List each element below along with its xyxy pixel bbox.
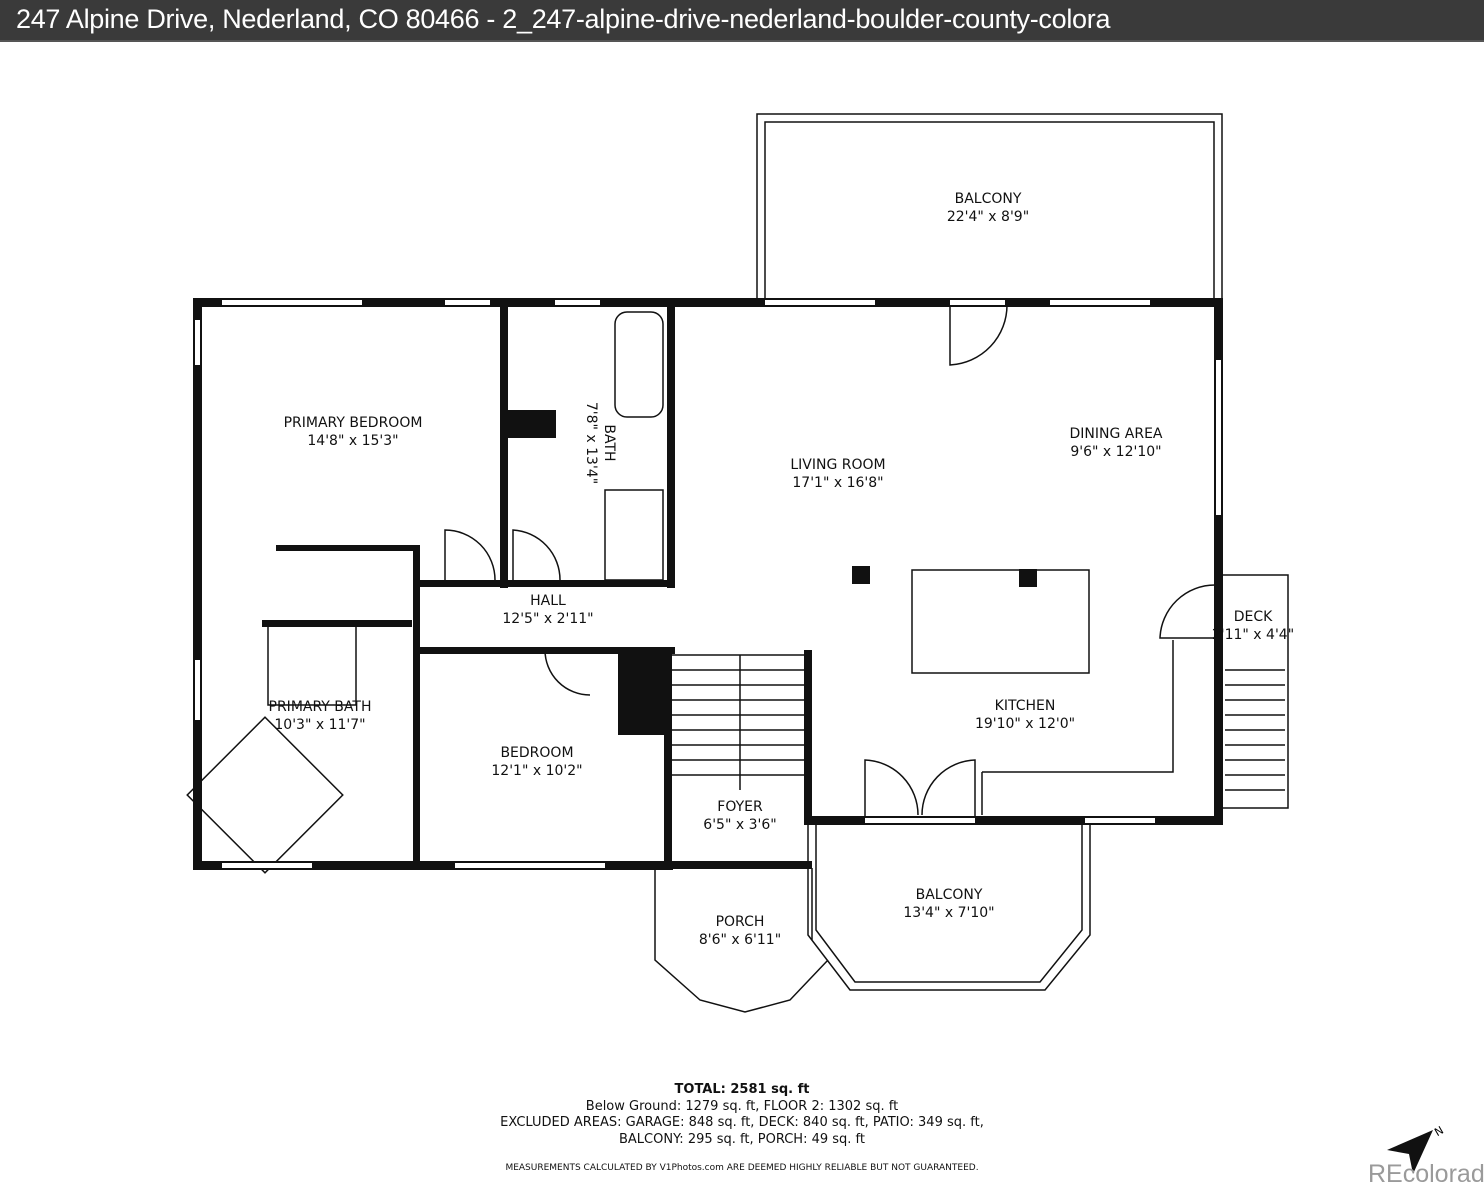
window-title: 247 Alpine Drive, Nederland, CO 80466 - …: [16, 4, 1111, 34]
shower: [604, 489, 664, 581]
floor-areas: Below Ground: 1279 sq. ft, FLOOR 2: 1302…: [585, 1098, 899, 1114]
kitchen-island: [911, 569, 1090, 674]
excluded-areas-cont: BALCONY: 295 sq. ft, PORCH: 49 sq. ft: [619, 1131, 865, 1147]
upper-balcony-outline: [756, 113, 1223, 300]
primary-tub: [186, 716, 344, 874]
windows: [195, 300, 1221, 868]
title-bar: 247 Alpine Drive, Nederland, CO 80466 - …: [0, 0, 1484, 42]
porch-outline: [654, 868, 829, 1013]
bath-tub: [614, 311, 664, 418]
excluded-areas: EXCLUDED AREAS: GARAGE: 848 sq. ft, DECK…: [500, 1115, 984, 1130]
area-summary: TOTAL: 2581 sq. ft Below Ground: 1279 sq…: [500, 1082, 984, 1148]
north-label: N: [1432, 1124, 1446, 1139]
deck-stairs: [1225, 669, 1285, 791]
door-swings: [444, 304, 1216, 820]
north-arrow-icon: N: [1387, 1124, 1446, 1174]
kitchen-counter: [981, 640, 1174, 815]
exterior-outlines: [186, 113, 1289, 1013]
total-area: TOTAL: 2581 sq. ft: [674, 1082, 810, 1097]
stairs: [672, 654, 806, 790]
primary-shower: [267, 624, 357, 706]
watermark-logo: REcolorado: [1368, 1160, 1484, 1188]
walls: [193, 298, 1223, 870]
lower-balcony-outline: [807, 822, 1091, 991]
deck-outline: [1222, 574, 1289, 809]
disclaimer: MEASUREMENTS CALCULATED BY V1Photos.com …: [505, 1163, 979, 1173]
